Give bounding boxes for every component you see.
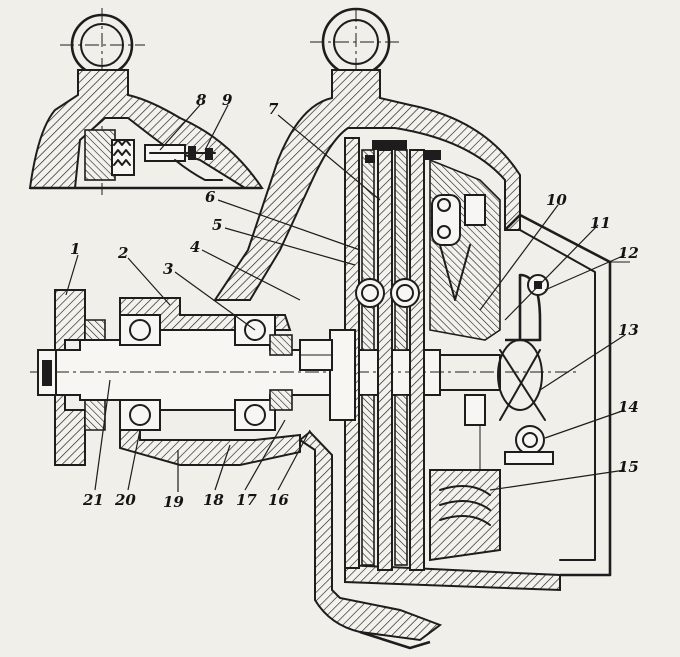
callout-12: 12 [618,244,639,262]
callout-7: 7 [268,100,279,118]
control-mechanism [429,158,554,562]
leader-lines [65,104,626,492]
callout-8: 8 [196,91,207,109]
callout-14: 14 [618,398,639,416]
callout-11: 11 [590,214,611,232]
inset-detail-view [28,8,264,195]
callout-16: 16 [268,491,289,509]
callout-18: 18 [203,491,224,509]
callout-1: 1 [70,240,80,258]
callout-6: 6 [205,188,216,206]
callout-4: 4 [190,238,200,256]
callout-10: 10 [546,191,567,209]
callout-5: 5 [212,216,222,234]
callout-21: 21 [82,491,104,509]
callout-20: 20 [114,491,136,509]
callout-13: 13 [618,321,639,339]
callout-3: 3 [163,260,173,278]
callout-2: 2 [117,244,128,262]
callout-17: 17 [236,491,257,509]
callout-9: 9 [222,91,233,109]
callout-labels: 1 2 3 4 5 6 7 8 9 10 11 12 13 14 15 16 1… [70,91,639,511]
callout-19: 19 [163,493,184,511]
callout-15: 15 [618,458,639,476]
clutch-disc-pack [299,137,441,571]
